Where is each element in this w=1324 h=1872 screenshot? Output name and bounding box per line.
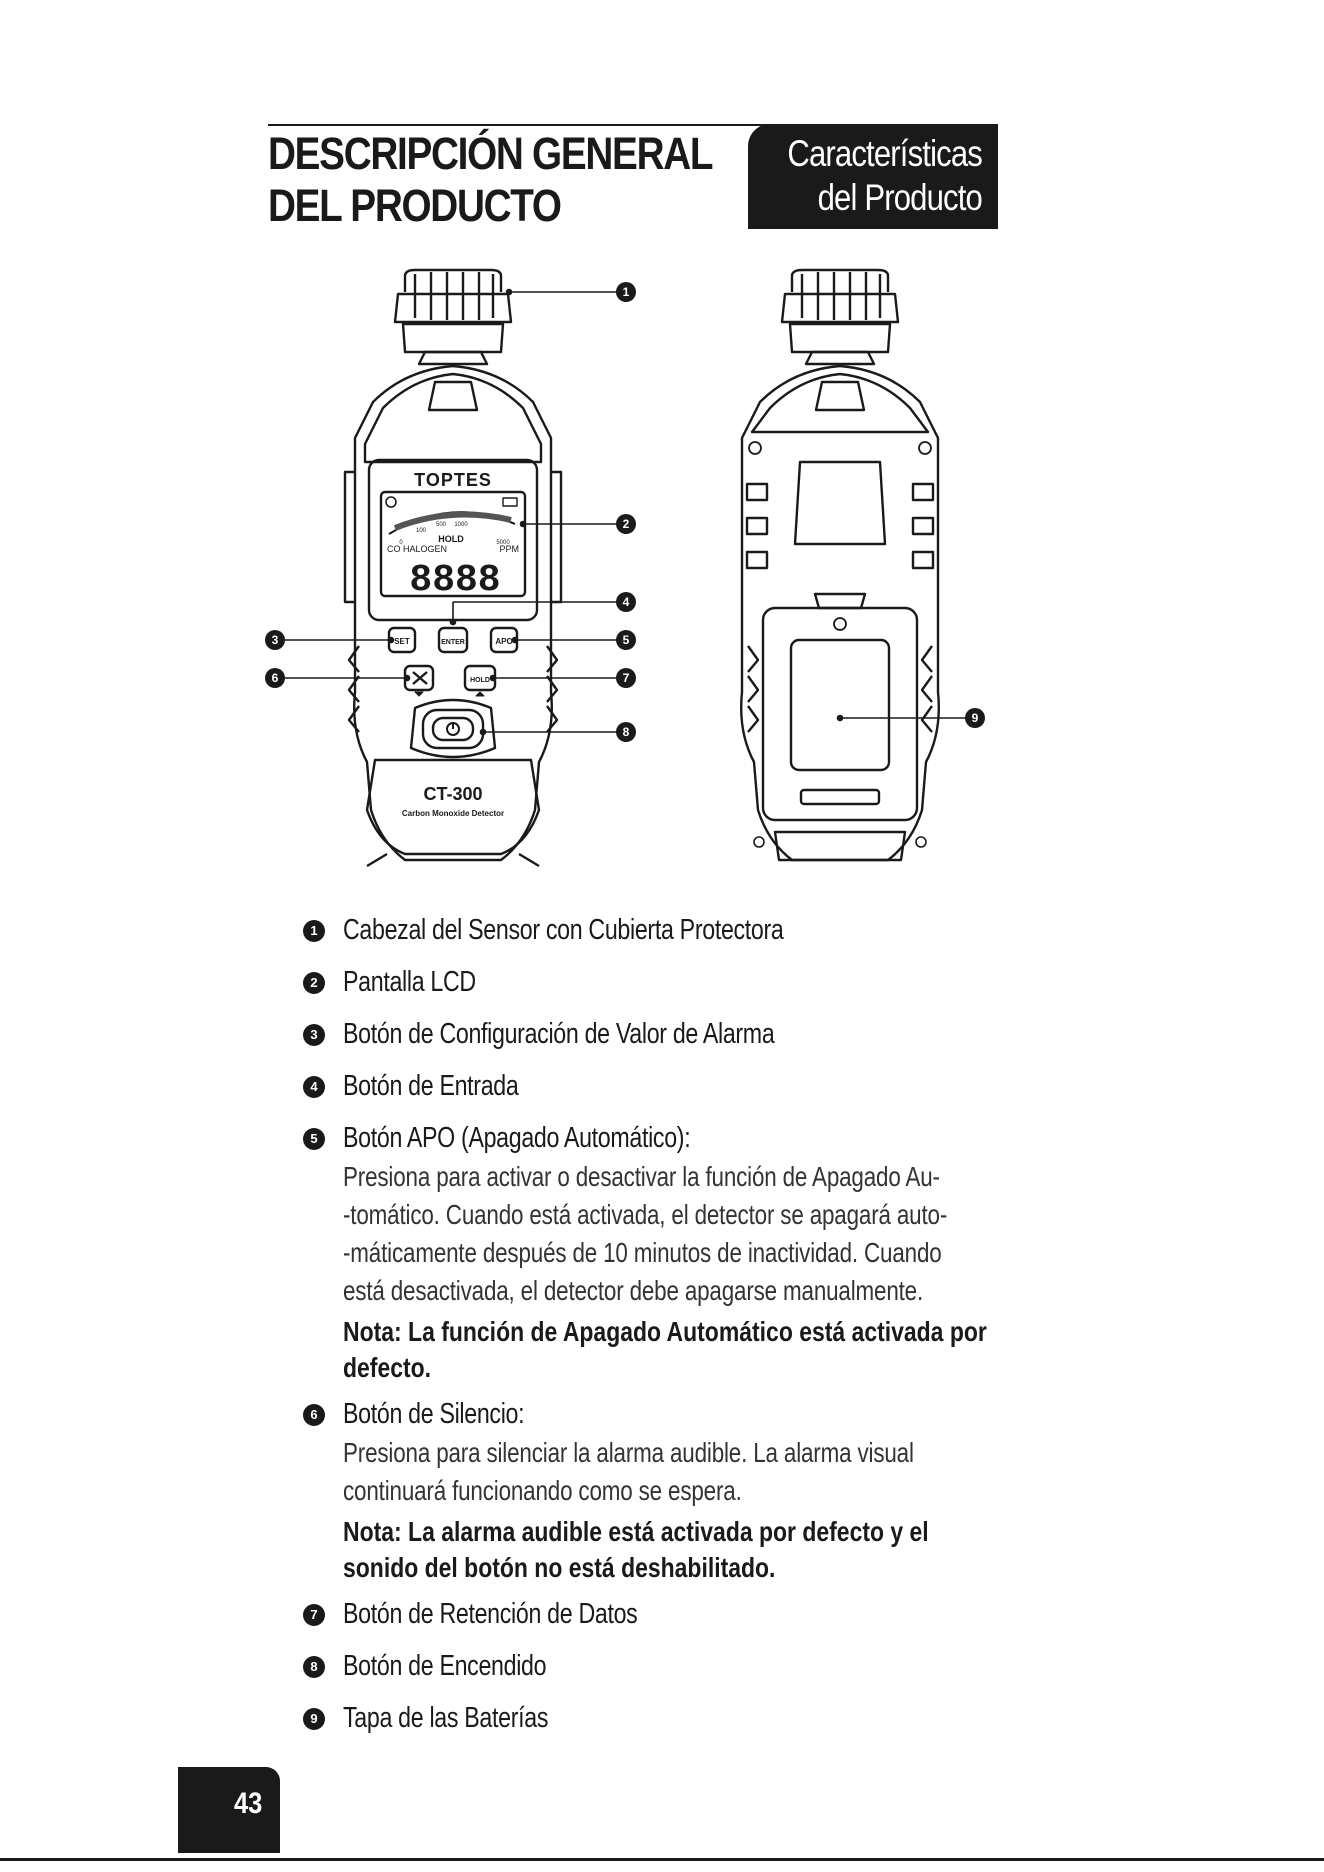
device-front [343, 268, 563, 868]
apo-button-label: APO [495, 637, 512, 646]
legend-description: Presiona para silenciar la alarma audibl… [343, 1434, 914, 1510]
legend-number: 1 [303, 920, 325, 942]
description-line: Presiona para activar o desactivar la fu… [343, 1161, 940, 1192]
sensor-head-front [393, 268, 513, 366]
description-line: está desactivada, el detector debe apaga… [343, 1275, 924, 1306]
product-diagram: TOPTES 0 100 500 1000 5000 HOLD CO HALOG… [265, 268, 985, 868]
legend-number: 4 [303, 1076, 325, 1098]
legend-label: Botón de Configuración de Valor de Alarm… [343, 1018, 775, 1050]
lcd-scale-100: 100 [416, 528, 427, 534]
page-title-line2: DEL PRODUCTO [268, 180, 562, 231]
page-title: DESCRIPCIÓN GENERAL DEL PRODUCTO [268, 128, 714, 232]
description-line: -tomático. Cuando está activada, el dete… [343, 1199, 948, 1230]
legend-item-8: 8 Botón de Encendido [303, 1648, 1003, 1684]
legend-number: 7 [303, 1604, 325, 1626]
callout-2: 2 [616, 514, 636, 534]
svg-text:8: 8 [623, 725, 630, 739]
lcd-scale-0: 0 [399, 540, 403, 546]
legend-label: Botón de Entrada [343, 1070, 519, 1102]
lcd-scale-5000: 5000 [496, 540, 510, 546]
lcd-scale-1000: 1000 [454, 522, 468, 528]
lcd-screen [379, 490, 527, 598]
legend-number: 9 [303, 1708, 325, 1730]
legend-label: Botón de Encendido [343, 1650, 547, 1682]
svg-text:5: 5 [623, 633, 630, 647]
legend-note: Nota: La función de Apagado Automático e… [343, 1314, 987, 1386]
description-line: continuará funcionando como se espera. [343, 1475, 742, 1506]
note-line: defecto. [343, 1352, 432, 1383]
section-tab-line2: del Producto [817, 177, 983, 218]
svg-text:9: 9 [972, 711, 979, 725]
svg-text:1: 1 [623, 285, 630, 299]
set-button-label: SET [394, 637, 410, 646]
footer-rule [0, 1858, 1324, 1861]
svg-text:6: 6 [272, 671, 279, 685]
feature-legend: 1 Cabezal del Sensor con Cubierta Protec… [303, 912, 1003, 1752]
legend-item-6: 6 Botón de Silencio: Presiona para silen… [303, 1396, 1003, 1586]
description-line: Presiona para silenciar la alarma audibl… [343, 1437, 914, 1468]
header-rule [268, 124, 998, 126]
model-name: CT-300 [423, 784, 482, 804]
note-line: Nota: La función de Apagado Automático e… [343, 1316, 987, 1347]
section-tab: Características del Producto [748, 124, 998, 229]
callout-6: 6 [265, 668, 285, 688]
legend-label: Tapa de las Baterías [343, 1702, 549, 1734]
note-line: Nota: La alarma audible está activada po… [343, 1516, 929, 1547]
legend-number: 6 [303, 1404, 325, 1426]
callout-8: 8 [616, 722, 636, 742]
device-back [740, 268, 940, 862]
svg-text:2: 2 [623, 517, 630, 531]
legend-number: 2 [303, 972, 325, 994]
svg-text:4: 4 [623, 595, 630, 609]
legend-note: Nota: La alarma audible está activada po… [343, 1514, 929, 1586]
legend-label: Botón APO (Apagado Automático): [343, 1122, 691, 1154]
enter-button-label: ENTER [441, 639, 465, 646]
lcd-scale-500: 500 [436, 522, 447, 528]
legend-description: Presiona para activar o desactivar la fu… [343, 1158, 948, 1310]
callout-4: 4 [616, 592, 636, 612]
legend-label: Cabezal del Sensor con Cubierta Protecto… [343, 914, 784, 946]
legend-label: Botón de Retención de Datos [343, 1598, 638, 1630]
legend-item-3: 3 Botón de Configuración de Valor de Ala… [303, 1016, 1003, 1052]
lcd-co-halogen: CO HALOGEN [387, 544, 447, 554]
legend-item-7: 7 Botón de Retención de Datos [303, 1596, 1003, 1632]
lcd-digits: 8888 [409, 559, 500, 602]
section-tab-line1: Características [787, 133, 982, 174]
legend-number: 3 [303, 1024, 325, 1046]
body-outline-front [353, 364, 553, 862]
page-title-line1: DESCRIPCIÓN GENERAL [268, 128, 714, 179]
battery-cover-shape [761, 606, 919, 822]
callout-7: 7 [616, 668, 636, 688]
legend-label: Botón de Silencio: [343, 1398, 525, 1430]
hold-button-label: HOLD [470, 677, 490, 684]
callout-1: 1 [616, 282, 636, 302]
legend-item-4: 4 Botón de Entrada [303, 1068, 1003, 1104]
callout-3: 3 [265, 630, 285, 650]
model-subtitle: Carbon Monoxide Detector [402, 809, 504, 818]
lcd-hold: HOLD [438, 534, 464, 544]
legend-item-9: 9 Tapa de las Baterías [303, 1700, 1003, 1736]
lcd-ppm: PPM [499, 544, 519, 554]
legend-item-5: 5 Botón APO (Apagado Automático): Presio… [303, 1120, 1003, 1386]
brand-logo-text: TOPTES [414, 470, 492, 490]
legend-item-2: 2 Pantalla LCD [303, 964, 1003, 1000]
note-line: sonido del botón no está deshabilitado. [343, 1552, 776, 1583]
page-number-box: 43 [178, 1767, 280, 1853]
callout-9: 9 [965, 708, 985, 728]
legend-item-1: 1 Cabezal del Sensor con Cubierta Protec… [303, 912, 1003, 948]
description-line: -máticamente después de 10 minutos de in… [343, 1237, 942, 1268]
svg-text:3: 3 [272, 633, 279, 647]
legend-number: 8 [303, 1656, 325, 1678]
body-outline-back [740, 364, 940, 862]
callout-5: 5 [616, 630, 636, 650]
legend-label: Pantalla LCD [343, 966, 476, 998]
svg-text:7: 7 [623, 671, 630, 685]
legend-number: 5 [303, 1128, 325, 1150]
page-number: 43 [234, 1787, 263, 1820]
